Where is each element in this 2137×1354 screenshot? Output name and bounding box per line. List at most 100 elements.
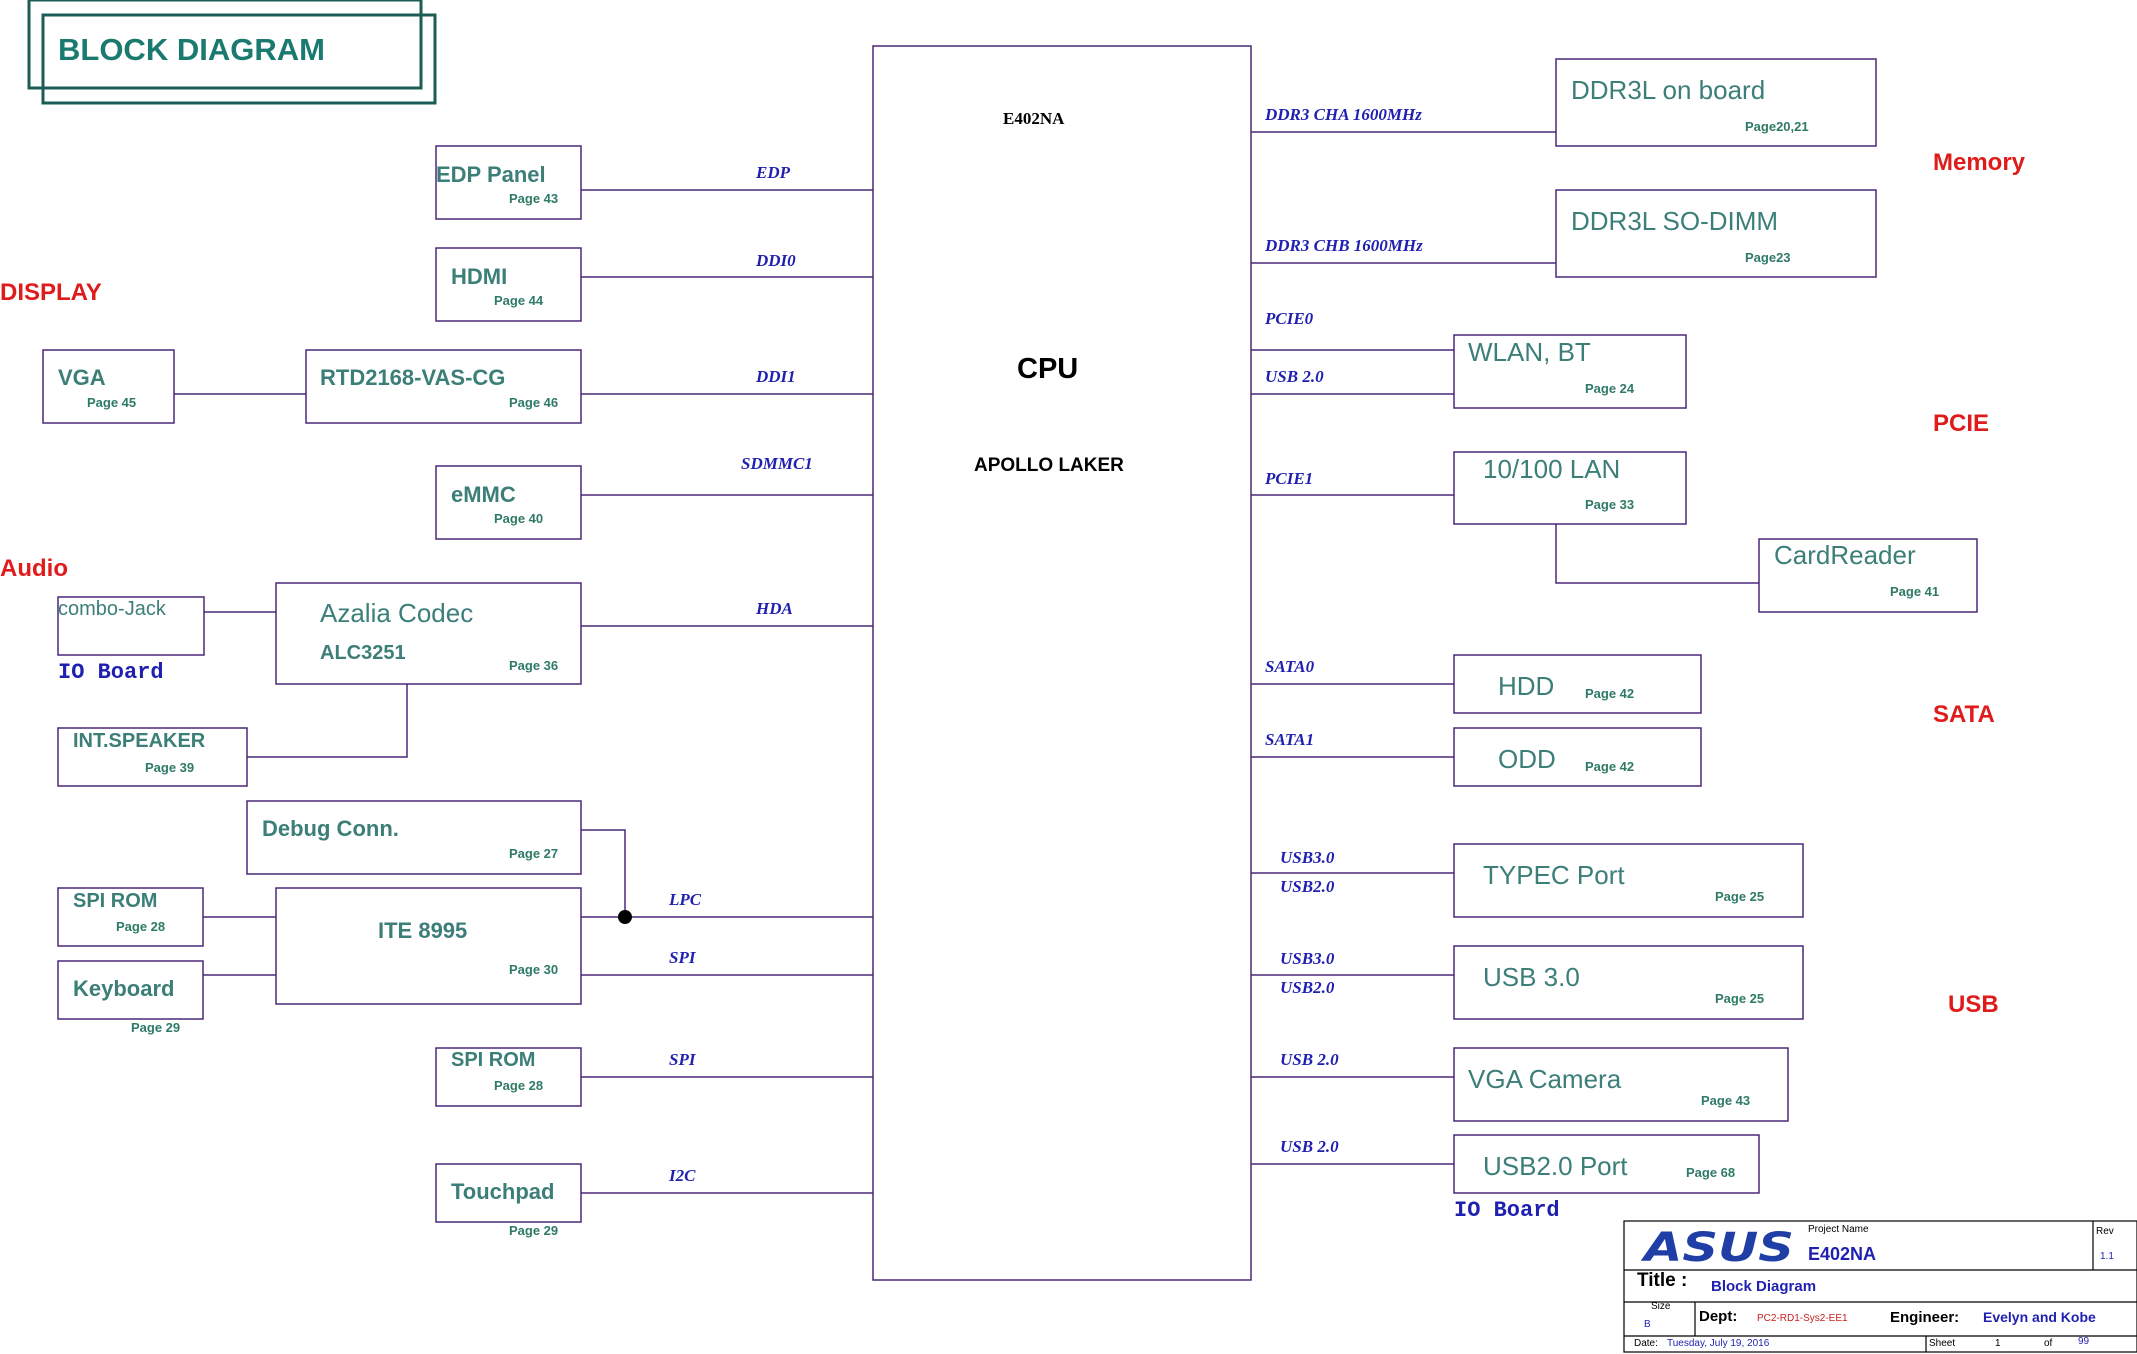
bus-hda: HDA (756, 599, 793, 618)
title-label: Title : (1637, 1270, 1688, 1291)
edp-panel-box (435, 145, 582, 220)
spi-rom-ec-label: SPI ROM (73, 890, 158, 912)
sheet-label: Sheet (1929, 1338, 1956, 1349)
vga-camera-label: VGA Camera (1468, 1064, 1622, 1094)
lan-box (1453, 451, 1687, 525)
vga-camera-box (1453, 1047, 1789, 1122)
hdd-box (1453, 654, 1702, 714)
rtd2168-page: Page 46 (509, 395, 559, 410)
keyboard-page: Page 29 (131, 1020, 181, 1035)
vga-camera-page: Page 43 (1701, 1093, 1751, 1108)
ddr-sodimm-page: Page23 (1745, 250, 1791, 265)
cardreader-label: CardReader (1774, 540, 1916, 570)
vga-box (42, 349, 175, 424)
date-label: Date: (1634, 1338, 1658, 1349)
cpu-label: CPU (1017, 353, 1079, 385)
usb30-page: Page 25 (1715, 991, 1765, 1006)
azalia-sub-label: ALC3251 (320, 642, 406, 664)
bus-port-usb: USB 2.0 (1280, 1137, 1339, 1156)
bus-usb-wlan: USB 2.0 (1265, 367, 1324, 386)
size-label: Size (1651, 1301, 1671, 1312)
odd-page: Page 42 (1585, 759, 1635, 774)
emmc-label: eMMC (451, 482, 516, 507)
sheet-value: 1 (1995, 1338, 2001, 1349)
bus-pcie1: PCIE1 (1265, 469, 1314, 488)
azalia-label: Azalia Codec (320, 598, 474, 628)
int-speaker-page: Page 39 (145, 760, 195, 775)
bus-ddi0: DDI0 (756, 251, 796, 270)
vga-page: Page 45 (87, 395, 137, 410)
bus-ddr-chb: DDR3 CHB 1600MHz (1265, 236, 1423, 255)
cpu-box (872, 45, 1252, 1281)
category-audio: Audio (0, 555, 68, 582)
category-pcie: PCIE (1933, 410, 1990, 437)
rtd2168-box (305, 349, 582, 424)
hdd-label: HDD (1498, 671, 1555, 701)
bus-sata0: SATA0 (1265, 657, 1315, 676)
debug-lpc-line (581, 829, 626, 917)
azalia-codec-box (275, 582, 582, 685)
title-block-frame (1623, 1220, 2137, 1353)
diagram-title: BLOCK DIAGRAM (58, 32, 325, 67)
ite-label: ITE 8995 (378, 918, 468, 943)
hdd-page: Page 42 (1585, 686, 1635, 701)
title-frame-back (27, 0, 423, 90)
lan-label: 10/100 LAN (1483, 454, 1621, 484)
wlan-label: WLAN, BT (1468, 337, 1591, 367)
bus-typec-usb3: USB3.0 (1280, 848, 1335, 867)
bus-ddi1: DDI1 (756, 367, 796, 386)
dept-value: PC2-RD1-Sys2-EE1 (1757, 1313, 1848, 1324)
cardreader-page: Page 41 (1890, 584, 1940, 599)
date-value: Tuesday, July 19, 2016 (1667, 1338, 1770, 1349)
ite-box (275, 887, 582, 1005)
bus-usb30-usb2: USB2.0 (1280, 978, 1335, 997)
dept-label: Dept: (1699, 1308, 1738, 1325)
usb30-box (1453, 945, 1804, 1020)
rev-label: Rev (2096, 1226, 2114, 1237)
int-speaker-label: INT.SPEAKER (73, 730, 206, 752)
rtd2168-label: RTD2168-VAS-CG (320, 365, 506, 390)
spi-rom-ec-page: Page 28 (116, 919, 166, 934)
lan-cardreader-line (1555, 524, 1759, 584)
ddr-sodimm-label: DDR3L SO-DIMM (1571, 206, 1779, 236)
bus-i2c: I2C (669, 1166, 696, 1185)
touchpad-label: Touchpad (451, 1179, 555, 1204)
io-board-right-label: IO Board (1454, 1198, 1560, 1223)
combo-jack-box (57, 596, 205, 656)
keyboard-box (57, 960, 204, 1020)
hdmi-box (435, 247, 582, 322)
bus-ddr-cha: DDR3 CHA 1600MHz (1265, 105, 1422, 124)
ddr-onboard-box (1555, 58, 1877, 147)
bus-sdmmc1: SDMMC1 (741, 454, 813, 473)
azalia-page: Page 36 (509, 658, 559, 673)
category-usb: USB (1948, 991, 1999, 1018)
cpu-codename: APOLLO LAKER (974, 455, 1124, 476)
typec-label: TYPEC Port (1483, 860, 1625, 890)
io-board-left-label: IO Board (58, 660, 164, 685)
bus-camera-usb: USB 2.0 (1280, 1050, 1339, 1069)
emmc-page: Page 40 (494, 511, 544, 526)
size-value: B (1644, 1319, 1651, 1330)
ddr-onboard-label: DDR3L on board (1571, 75, 1766, 105)
bus-pcie0: PCIE0 (1265, 309, 1314, 328)
lpc-junction-dot (618, 910, 632, 924)
vga-label: VGA (58, 365, 106, 390)
spi-rom-label: SPI ROM (451, 1049, 536, 1071)
hdmi-page: Page 44 (494, 293, 544, 308)
ddr-onboard-page: Page20,21 (1745, 119, 1809, 134)
bus-edp: EDP (756, 163, 790, 182)
usb20-port-label: USB2.0 Port (1483, 1151, 1628, 1181)
bus-sata1: SATA1 (1265, 730, 1315, 749)
cardreader-box (1758, 538, 1978, 613)
engineer-value: Evelyn and Kobe (1983, 1309, 2096, 1325)
odd-label: ODD (1498, 744, 1556, 774)
touchpad-page: Page 29 (509, 1223, 559, 1238)
rev-value: 1.1 (2100, 1251, 2114, 1262)
wlan-box (1453, 334, 1687, 409)
edp-panel-label: EDP Panel (436, 162, 546, 187)
hdmi-label: HDMI (451, 264, 508, 289)
typec-box (1453, 843, 1804, 918)
bus-lpc: LPC (669, 890, 702, 909)
